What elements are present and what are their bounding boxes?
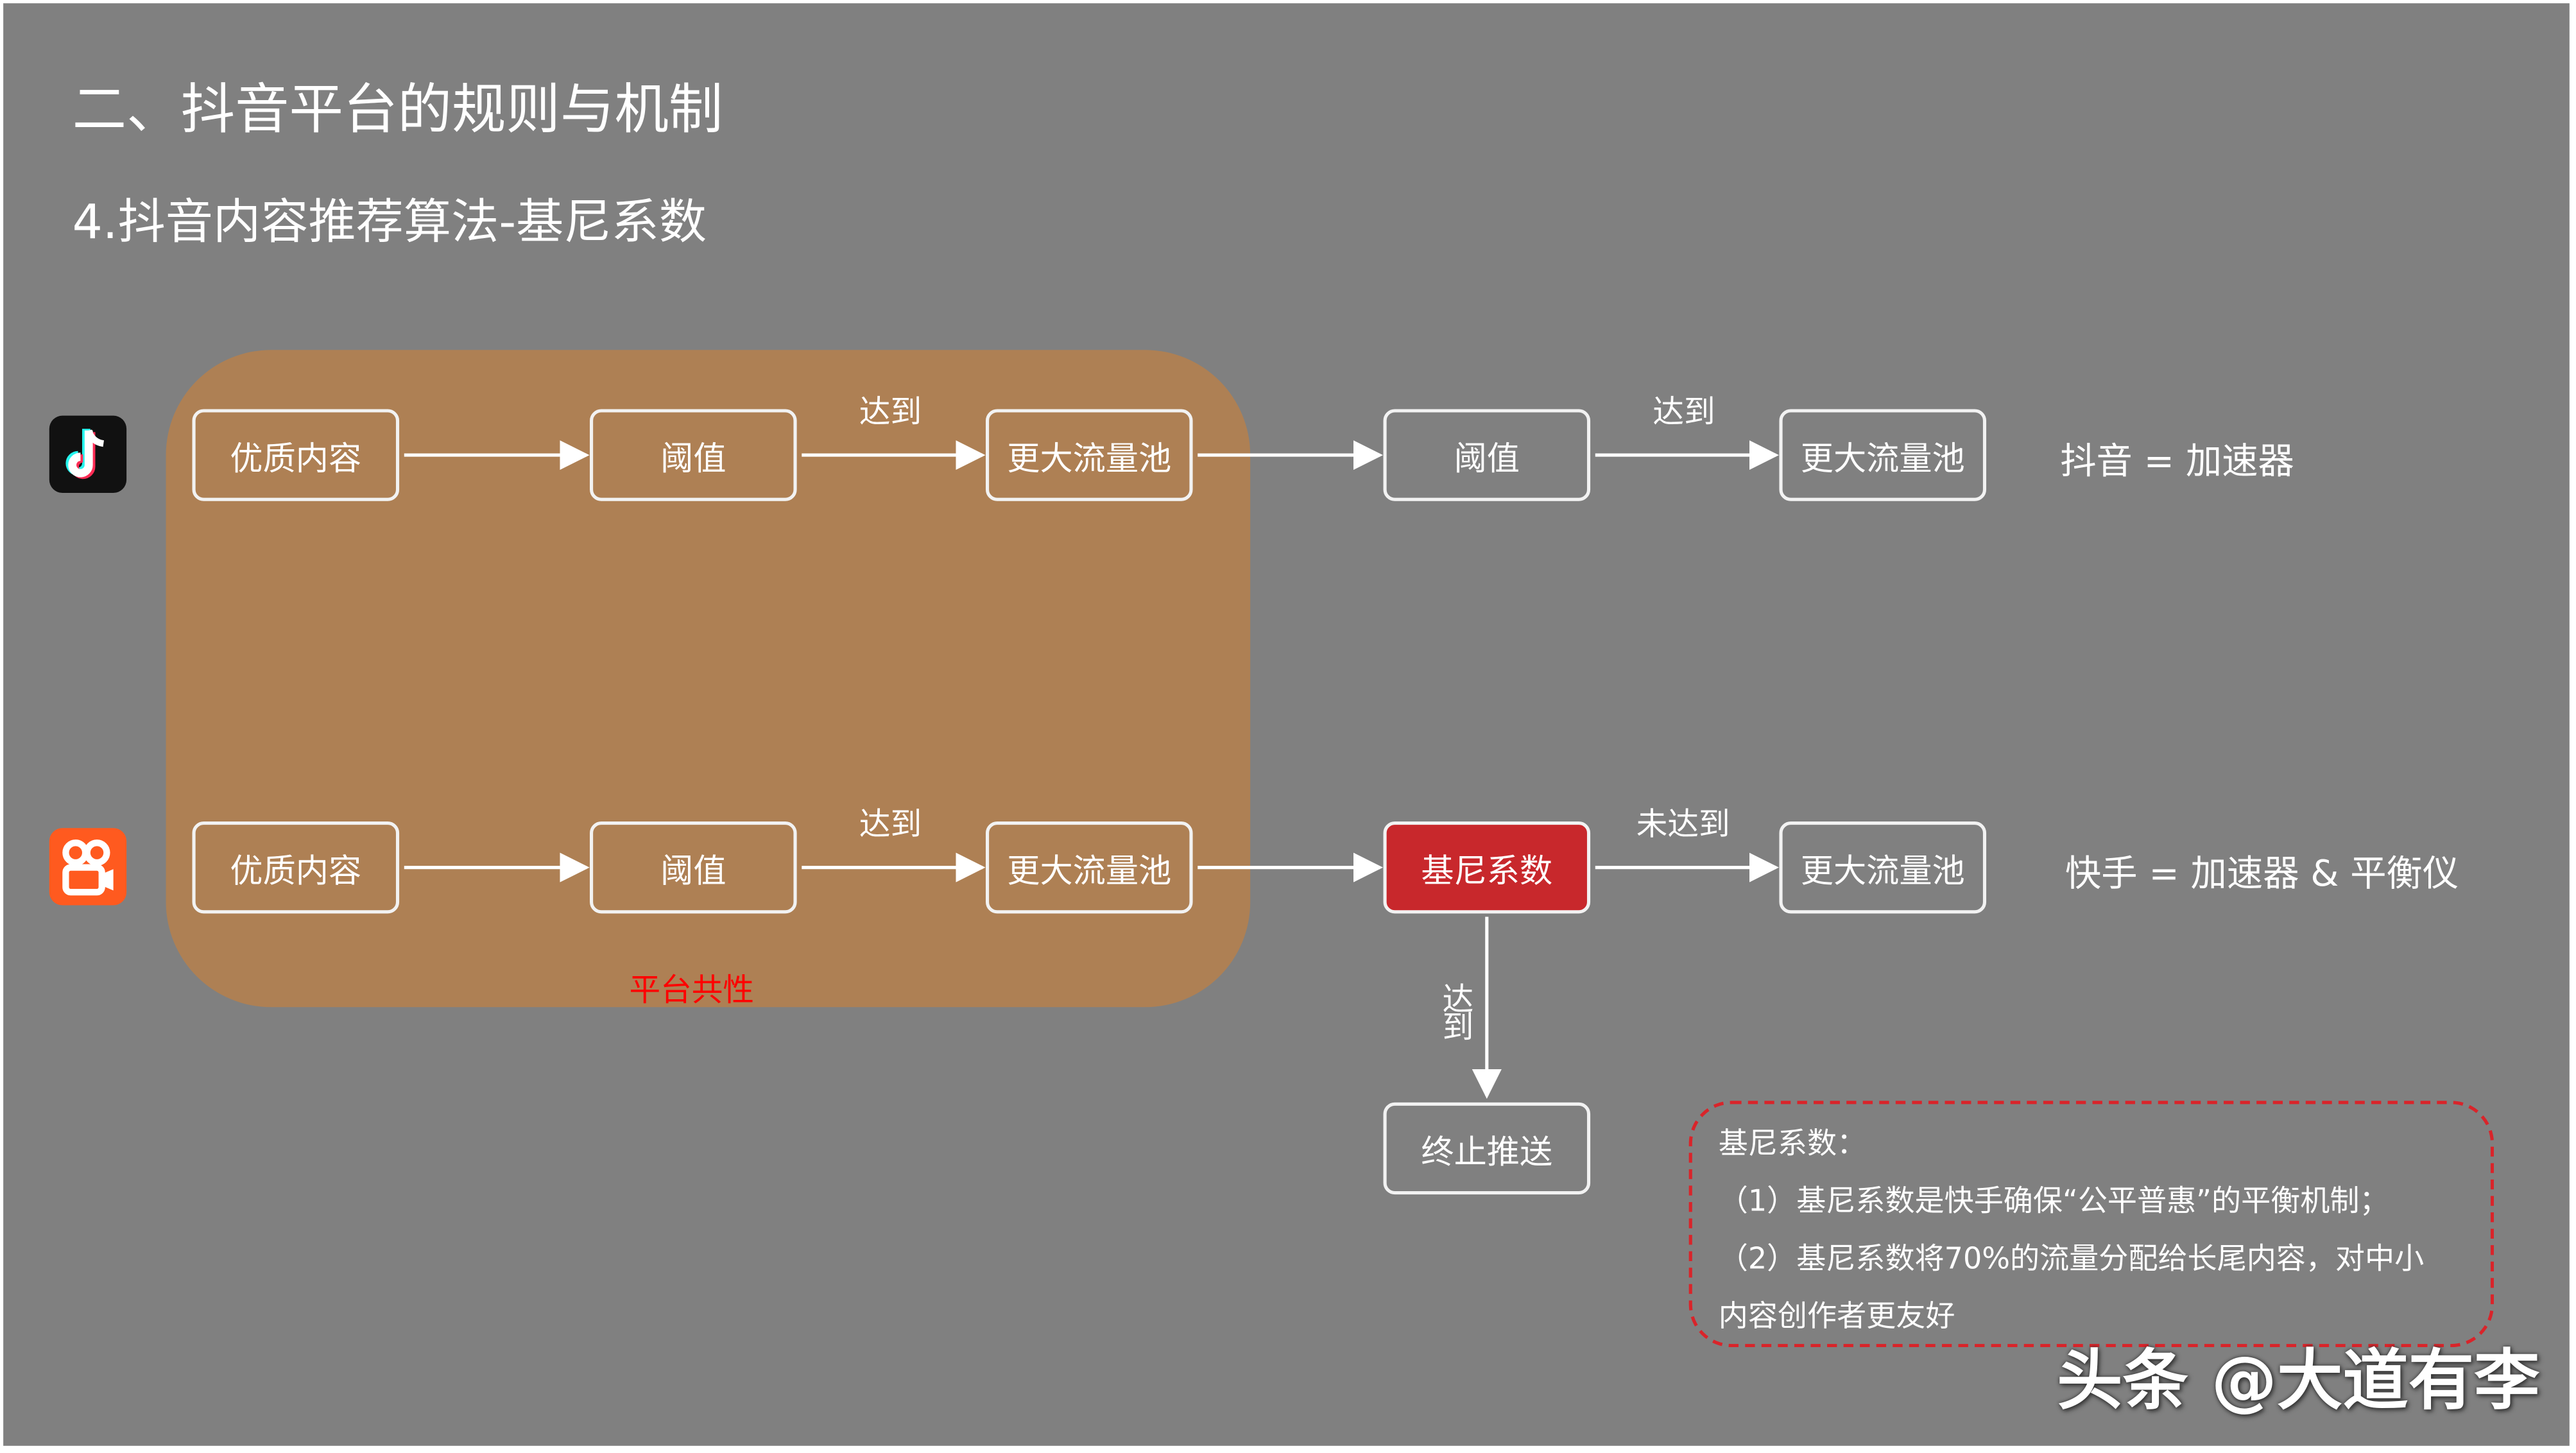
kuaishou-edge-label-2: 未达到	[1636, 806, 1730, 843]
kuaishou-node-bigger-pool-1: 更大流量池	[986, 821, 1193, 914]
kuaishou-logo-icon	[49, 828, 127, 906]
douyin-node-threshold-1: 阈值	[590, 409, 797, 501]
douyin-node-quality-content: 优质内容	[192, 409, 400, 501]
page-title: 二、抖音平台的规则与机制	[72, 77, 723, 142]
douyin-edge-label-1: 达到	[859, 394, 922, 431]
gini-note-line-1: （1）基尼系数是快手确保“公平普惠”的平衡机制；	[1718, 1184, 2389, 1219]
douyin-edge-label-2: 达到	[1653, 394, 1715, 431]
kuaishou-edge-label-1: 达到	[859, 806, 922, 843]
douyin-equation: 抖音 = 加速器	[2060, 442, 2294, 483]
douyin-node-threshold-2: 阈值	[1383, 409, 1591, 501]
kuaishou-equation: 快手 = 加速器 & 平衡仪	[2065, 854, 2459, 896]
kuaishou-node-quality-content: 优质内容	[192, 821, 400, 914]
gini-note-line-3: 内容创作者更友好	[1718, 1299, 1955, 1334]
node-stop-push: 终止推送	[1383, 1102, 1591, 1195]
branch-edge-label: 达到	[1438, 982, 1474, 1038]
page-subtitle: 4.抖音内容推荐算法-基尼系数	[72, 194, 707, 250]
douyin-logo-icon	[49, 415, 127, 493]
douyin-node-bigger-pool-2: 更大流量池	[1779, 409, 1987, 501]
watermark: 头条 @大道有李	[2057, 1344, 2540, 1420]
platform-common-region	[166, 350, 1251, 1008]
platform-common-label: 平台共性	[629, 972, 755, 1009]
kuaishou-node-bigger-pool-2: 更大流量池	[1779, 821, 1987, 914]
gini-note-heading: 基尼系数：	[1718, 1127, 1867, 1162]
kuaishou-node-threshold: 阈值	[590, 821, 797, 914]
gini-note-line-2: （2）基尼系数将70%的流量分配给长尾内容，对中小	[1718, 1242, 2425, 1277]
kuaishou-node-gini-coefficient: 基尼系数	[1383, 821, 1591, 914]
gini-note-box	[1688, 1101, 2494, 1348]
douyin-node-bigger-pool-1: 更大流量池	[986, 409, 1193, 501]
